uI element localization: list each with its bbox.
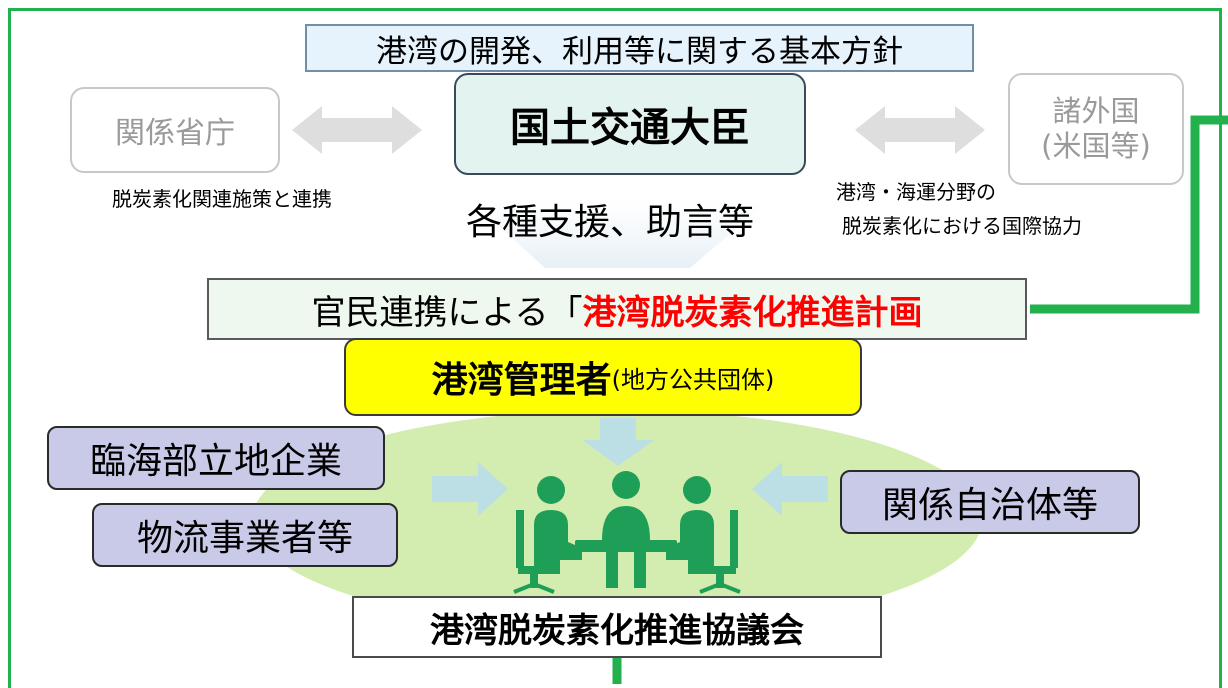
logistics-label: 物流事業者等: [136, 518, 353, 559]
ministries-label: 関係省庁: [115, 116, 235, 151]
foreign-line1: 諸外国: [1052, 94, 1140, 129]
plan-box: 官民連携による「港湾脱炭素化推進計画: [207, 278, 1027, 340]
plan-prefix: 官民連携による「: [311, 292, 583, 333]
companies-box: 臨海部立地企業: [47, 426, 385, 490]
companies-label: 臨海部立地企業: [89, 441, 342, 482]
companies-right-arrow: [432, 462, 508, 516]
manager-sub: (地方公共団体): [611, 365, 775, 394]
foreign-note-line2: 脱炭素化における国際協力: [842, 214, 1082, 238]
policy-label: 港湾の開発、利用等に関する基本方針: [376, 33, 903, 70]
foreign-note-line1: 港湾・海運分野の: [836, 180, 996, 204]
council-box: 港湾脱炭素化推進協議会: [352, 596, 882, 658]
plan-highlight: 港湾脱炭素化推進計画: [582, 292, 923, 333]
council-label: 港湾脱炭素化推進協議会: [430, 610, 804, 651]
manager-main: 港湾管理者: [431, 360, 612, 401]
municipalities-left-arrow: [752, 462, 828, 516]
ministries-double-arrow: [292, 106, 422, 154]
plan-connector-line: [1030, 115, 1228, 314]
meeting-people-icon: [513, 471, 741, 594]
manager-box: 港湾管理者(地方公共団体): [344, 338, 862, 416]
support-note: 各種支援、助言等: [466, 202, 755, 243]
foreign-line2: (米国等): [1041, 129, 1151, 163]
foreign-double-arrow: [855, 106, 985, 154]
ministries-note: 脱炭素化関連施策と連携: [112, 187, 332, 211]
foreign-box: 諸外国 (米国等): [1008, 73, 1184, 185]
outer-frame: [8, 8, 1222, 688]
minister-label: 国土交通大臣: [510, 105, 750, 151]
policy-box: 港湾の開発、利用等に関する基本方針: [305, 24, 974, 72]
municipalities-label: 関係自治体等: [881, 485, 1098, 526]
manager-down-arrow: [582, 418, 654, 466]
minister-box: 国土交通大臣: [454, 73, 806, 175]
municipalities-box: 関係自治体等: [840, 470, 1140, 534]
logistics-box: 物流事業者等: [92, 503, 398, 567]
ministries-box: 関係省庁: [70, 87, 280, 173]
support-fan: [470, 200, 770, 268]
